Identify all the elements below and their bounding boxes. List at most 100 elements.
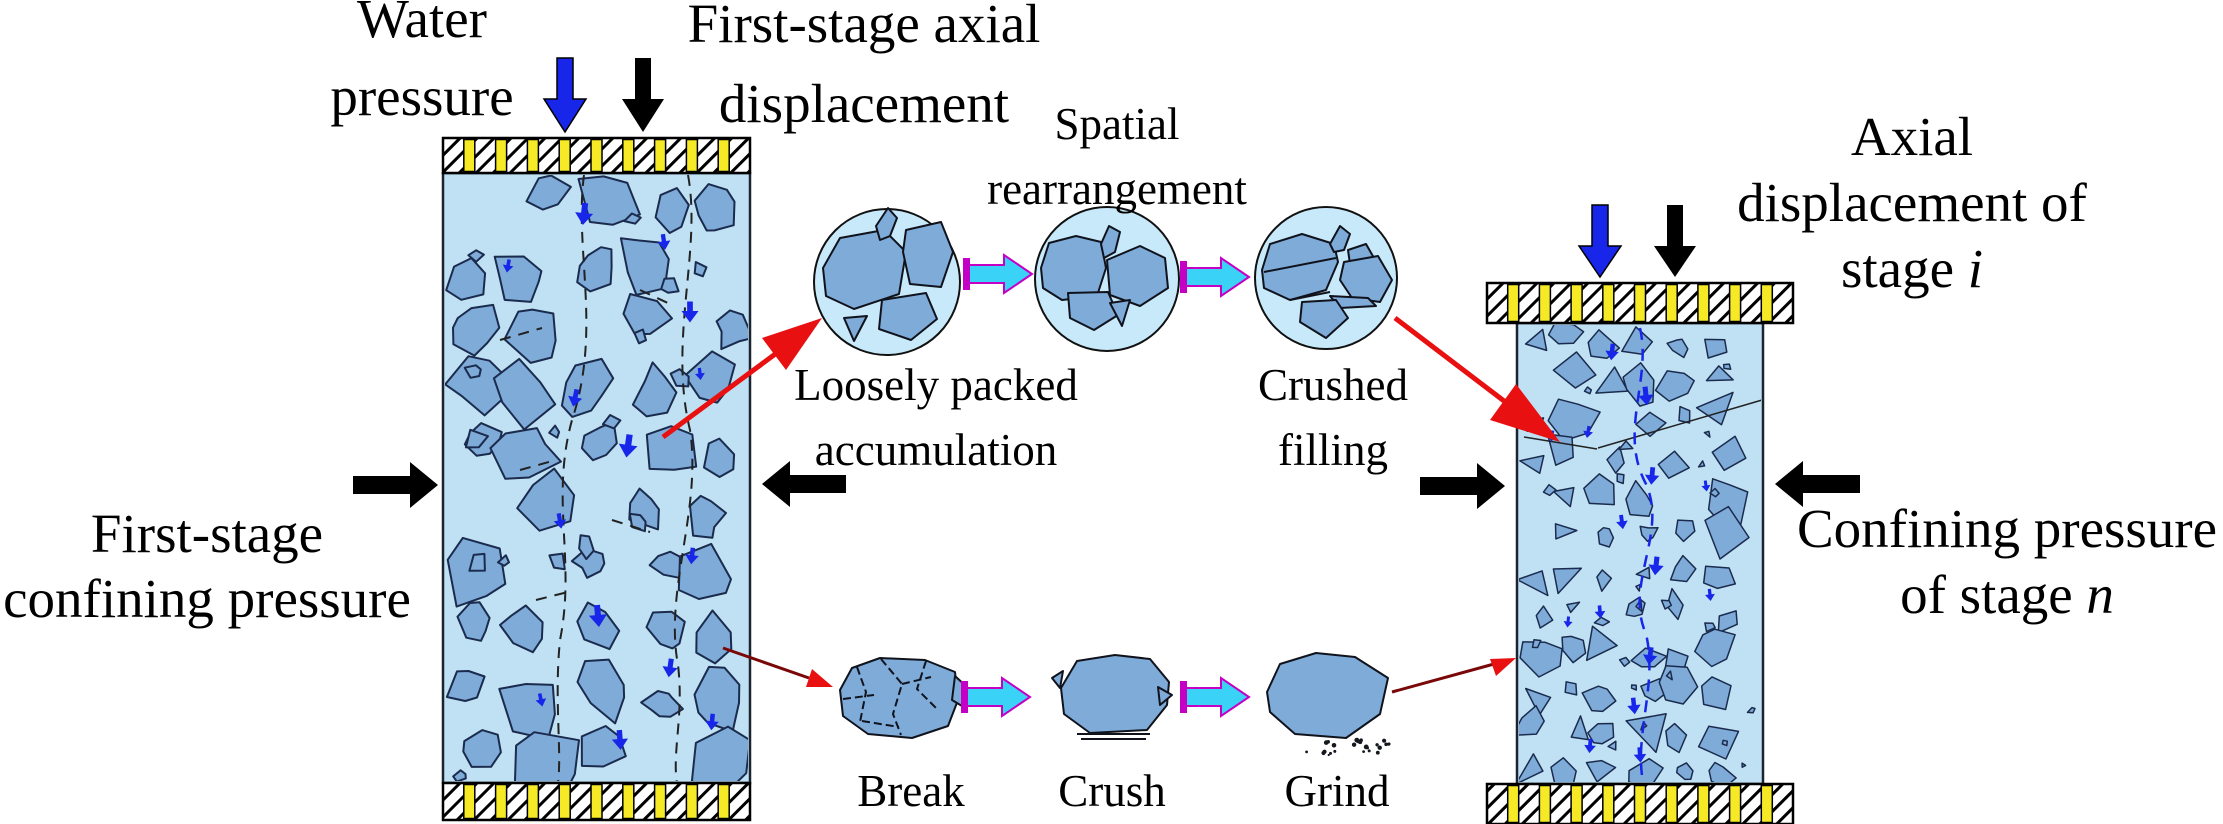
rock-particle	[1595, 366, 1629, 394]
rock-particle	[1722, 363, 1732, 370]
rock-particle	[1746, 706, 1756, 714]
rock-particle	[1519, 753, 1544, 782]
debris-dot	[1375, 743, 1379, 747]
right-confining-pressure-arrow-right-icon	[1775, 461, 1860, 507]
rock-particle	[578, 534, 595, 561]
rock-particle	[693, 183, 736, 232]
platen-drain-bar	[1538, 784, 1552, 824]
platen-drain-bar	[1570, 283, 1583, 323]
platen-drain-bar	[558, 783, 571, 820]
crushed-filling-inset	[1254, 206, 1398, 350]
debris-dot	[1377, 745, 1382, 750]
right-axial-displacement-arrow-icon	[1654, 205, 1696, 277]
confining-stage-n-line2: of stage n	[1797, 562, 2217, 628]
rock-particle	[1552, 351, 1597, 389]
water-flow-arrow-icon	[1605, 343, 1619, 361]
rock-particle	[1660, 599, 1673, 610]
rock-particle	[1704, 505, 1750, 560]
platen-drain-bar	[1602, 283, 1615, 323]
rock-particle	[445, 670, 486, 702]
rock-particle	[645, 425, 698, 471]
platen-drain-bar	[622, 783, 635, 820]
rock-particle	[452, 303, 501, 357]
stage-n-var: n	[2086, 564, 2114, 625]
stage-n-prefix: of stage	[1900, 564, 2087, 625]
water-flow-arrow-icon	[705, 713, 719, 731]
left-specimen-particles	[445, 175, 748, 781]
debris-dot	[1331, 743, 1337, 748]
left-top-platen	[441, 136, 752, 175]
rock-particle	[693, 261, 708, 278]
water-flow-arrow-icon	[657, 233, 671, 250]
rock-particle	[577, 175, 641, 226]
debris-dot	[1305, 750, 1308, 754]
water-flow-arrow-icon	[1638, 386, 1654, 406]
rock-particle	[1524, 328, 1548, 352]
water-flow-arrow-icon	[618, 434, 638, 458]
rock-particle	[1583, 473, 1615, 506]
platen-drain-bar	[494, 138, 508, 173]
left-axial-displacement-arrow-icon	[622, 58, 664, 132]
right-bottom-platen	[1485, 782, 1795, 824]
rearrangement-step-arrow-icon	[963, 253, 1034, 295]
platen-drain-bar	[1728, 784, 1742, 824]
platen-drain-bar	[590, 138, 603, 173]
rock-particle	[1561, 635, 1587, 664]
loosely-packed-line1: Loosely packed	[794, 360, 1078, 410]
ground-debris-dots	[1305, 737, 1391, 757]
water-pressure-line1: Water	[357, 0, 487, 49]
rearrangement-inset	[1034, 206, 1180, 352]
rock-particle	[452, 769, 467, 781]
confining-stage-n-line1: Confining pressure	[1796, 498, 2218, 559]
debris-dot	[1323, 740, 1329, 745]
platen-drain-bar	[1728, 283, 1742, 323]
platen-drain-bar	[1506, 283, 1520, 323]
platen-drain-bar	[685, 138, 699, 173]
platen-drain-bar	[558, 138, 571, 173]
rock-particle	[1535, 605, 1554, 629]
rock-particle	[669, 368, 690, 388]
rock-particle	[525, 175, 572, 211]
platen-drain-bar	[1602, 784, 1615, 824]
rock-particle	[503, 308, 557, 364]
water-flow-arrow-icon	[1705, 588, 1715, 602]
rock-particle	[1665, 722, 1688, 754]
rock-particle	[715, 309, 748, 351]
water-flow-arrow-icon	[662, 658, 678, 678]
rock-particle	[1625, 479, 1654, 517]
rock-particle	[1597, 526, 1615, 548]
rock-particle	[1625, 713, 1667, 754]
rock-particle	[1705, 365, 1734, 382]
rock-particle	[654, 187, 690, 234]
left-water-pressure-arrow-icon	[542, 57, 588, 134]
loosely-packed-line2: accumulation	[814, 425, 1058, 476]
loosely-packed-inset	[813, 207, 961, 356]
platen-drain-bar	[526, 783, 540, 820]
platen-drain-bar	[1665, 784, 1678, 824]
rock-particle	[1702, 565, 1737, 590]
first-stage-specimen	[441, 136, 752, 822]
rock-particle	[1552, 486, 1575, 508]
rock-particle	[1547, 325, 1585, 345]
platen-drain-bar	[653, 138, 667, 173]
rock-particle	[1675, 762, 1694, 781]
rock-particle	[1566, 601, 1581, 614]
rock-particle	[1709, 487, 1720, 498]
water-pressure-label: Water pressure	[330, 0, 513, 136]
break-particle	[839, 657, 969, 739]
rock-particle	[1721, 739, 1729, 747]
rock-particle	[1607, 740, 1617, 751]
rock-particle	[1585, 625, 1618, 662]
rock-particle	[1657, 450, 1690, 479]
rock-particle	[497, 554, 510, 567]
spatial-rearrangement-label: Spatial rearrangement	[987, 92, 1247, 223]
debris-dot	[1321, 750, 1326, 756]
rock-particle	[623, 212, 642, 225]
debris-dot	[1387, 742, 1391, 746]
rock-particle	[1635, 583, 1641, 592]
spatial-rearrangement-line2: rearrangement	[987, 164, 1247, 215]
debris-dot	[1354, 737, 1360, 743]
rock-particle	[601, 414, 622, 430]
rock-particle	[489, 427, 562, 480]
confining-pressure-stage-n-label: Confining pressure of stage n	[1797, 496, 2217, 628]
